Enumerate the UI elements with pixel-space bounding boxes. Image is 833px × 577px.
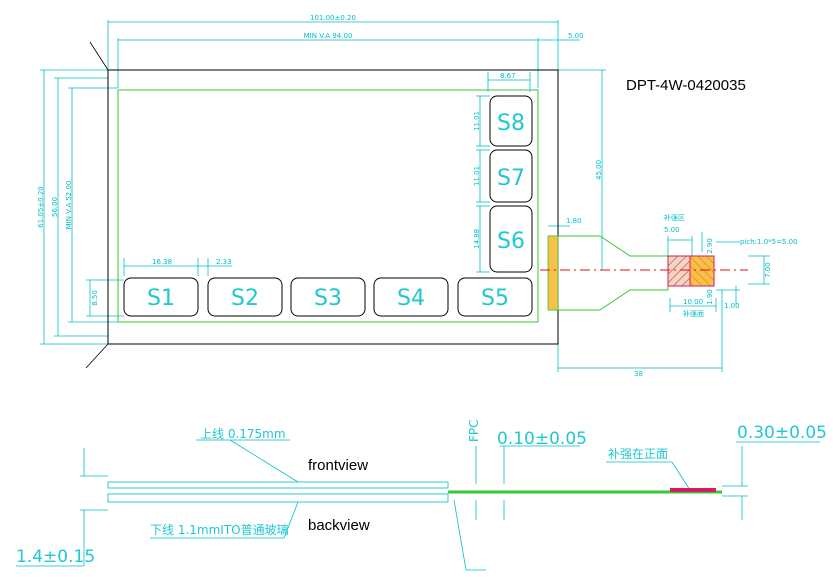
stiffener-area	[667, 255, 691, 287]
dim-stiffener-width: 5.00	[664, 226, 680, 234]
stiffener-side-note: 补强面	[683, 309, 704, 318]
key-label-s6: S6	[497, 229, 525, 254]
key-s1[interactable]	[123, 277, 199, 317]
dim-tail: 1.00	[724, 302, 740, 310]
key-s7[interactable]	[489, 149, 533, 203]
key-label-s7: S7	[497, 166, 525, 191]
fpc-side-label: FPC	[467, 419, 481, 442]
part-number: DPT-4W-0420035	[626, 77, 746, 94]
dim-fpc-offset: 45.00	[595, 160, 603, 180]
dim-pitch: pich:1.0*5=5.00	[740, 238, 798, 246]
key-label-s3: S3	[314, 286, 342, 311]
key-label-s8: S8	[497, 111, 525, 136]
dim-overall-height: 61.05±0.20	[37, 186, 45, 228]
dim-fpc-height: 7.00	[764, 262, 772, 278]
total-thickness: 1.4±0.15	[16, 547, 95, 567]
bottom-glass-label: 下线 1.1mmITO普通玻璃	[150, 523, 289, 537]
key-s6[interactable]	[489, 205, 533, 273]
dim-key-height: 8.50	[91, 290, 99, 306]
top-film-label: 上线 0.175mm	[200, 427, 286, 441]
dimension-labels: 101.00±0.20 MIN V.A 94.00 5.00 8.67 16.3…	[37, 14, 798, 378]
dim-fpc-gap: 1.80	[566, 217, 582, 225]
fpc-thickness: 0.10±0.05	[497, 429, 587, 449]
side-view: 上线 0.175mm 下线 1.1mmITO普通玻璃 frontview bac…	[16, 419, 827, 571]
dim-va-height: MIN V.A 52.00	[65, 181, 73, 230]
stiffener-front-note: 补强在正面	[608, 447, 668, 461]
stiffener-side	[670, 488, 716, 492]
key-label-s4: S4	[397, 286, 425, 311]
fpc-tail	[548, 235, 669, 311]
front-view	[40, 20, 770, 372]
key-label-s1: S1	[147, 286, 175, 311]
key-s4[interactable]	[373, 277, 449, 317]
key-s2[interactable]	[207, 277, 283, 317]
dim-stiffener-length: 10.00	[683, 298, 703, 306]
stiffener-note: 补强区	[664, 213, 685, 222]
touch-keys: S1 S2 S3 S4 S5 S6 S7 S8	[123, 95, 533, 317]
dim-key-s8-height: 11.01	[473, 111, 481, 131]
key-s8[interactable]	[489, 95, 533, 147]
contact-area	[689, 255, 715, 287]
dim-fpc-length: 38	[634, 370, 643, 378]
dim-key-col-width: 8.67	[500, 72, 516, 80]
fpc-pads	[547, 235, 559, 311]
dim-note-2-90: 2.90	[706, 238, 714, 254]
stiffener-thickness: 0.30±0.05	[737, 423, 827, 443]
dim-note-1-90: 1.90	[706, 289, 714, 305]
dim-key-gap: 2.33	[216, 258, 232, 266]
panel-outline	[107, 69, 559, 345]
key-s5[interactable]	[457, 277, 533, 317]
key-label-s2: S2	[231, 286, 259, 311]
dim-key-s7-height: 11.01	[473, 166, 481, 186]
dim-key-s6-height: 14.88	[473, 229, 481, 249]
dim-right-margin: 5.00	[568, 32, 584, 40]
frontview-label: frontview	[308, 457, 368, 474]
key-s3[interactable]	[290, 277, 366, 317]
key-label-s5: S5	[481, 286, 509, 311]
dim-key-width: 16.38	[152, 258, 172, 266]
viewing-area-outline	[117, 89, 539, 323]
dim-height-56: 56.00	[51, 197, 59, 217]
backview-label: backview	[308, 517, 370, 534]
dim-overall-width: 101.00±0.20	[310, 14, 356, 22]
dim-va-width: MIN V.A 94.00	[304, 32, 353, 40]
